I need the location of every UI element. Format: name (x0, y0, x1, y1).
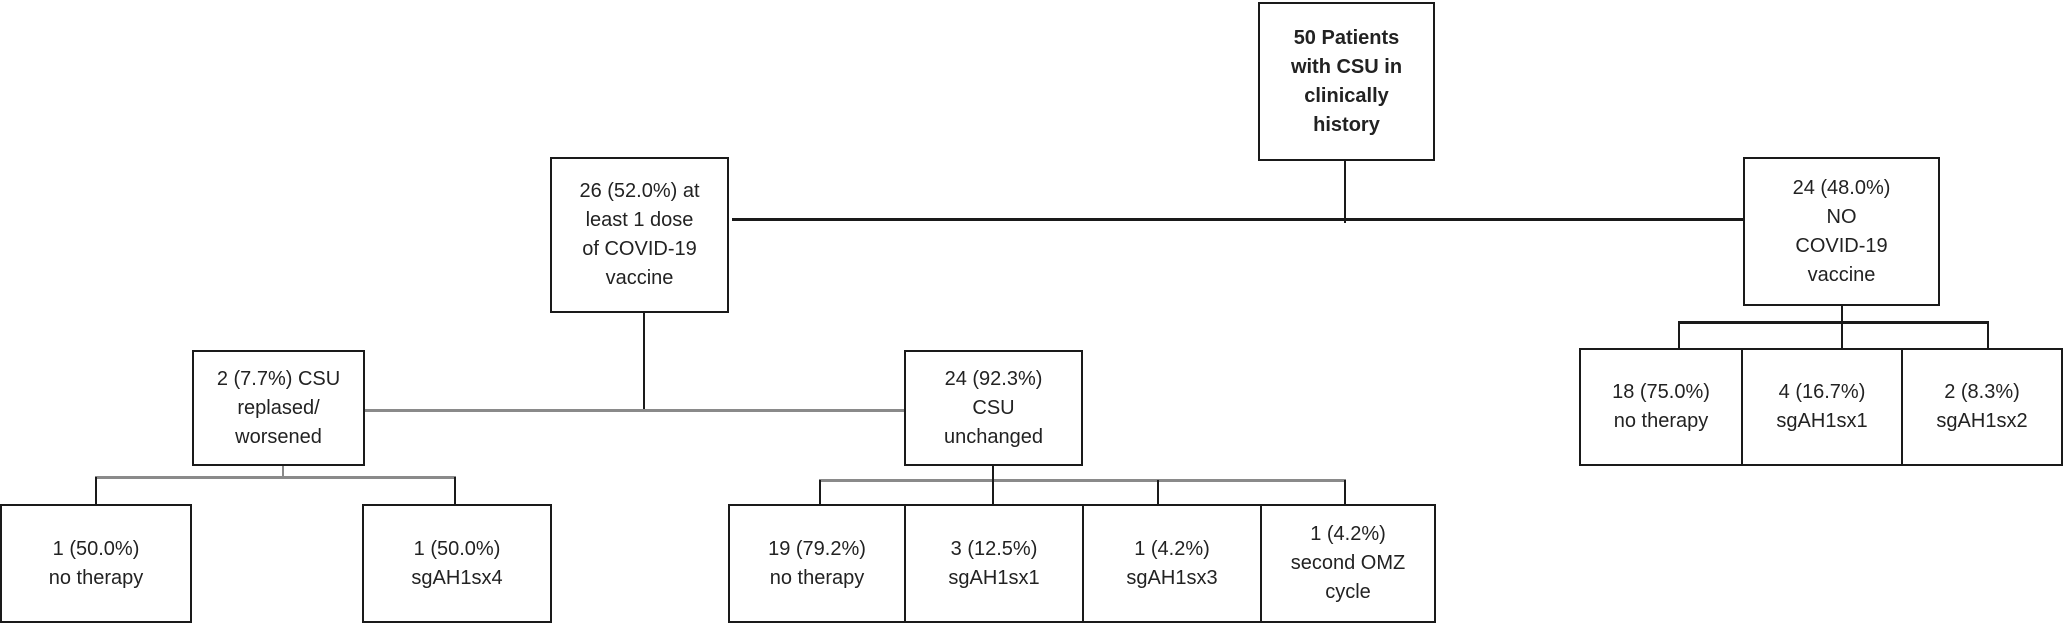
connector-novax-drop-1 (1678, 322, 1680, 350)
node-unchanged-no-therapy: 19 (79.2%)no therapy (728, 504, 906, 623)
node-novax-sgah1sx1: 4 (16.7%)sgAH1sx1 (1741, 348, 1903, 466)
connector-novax-drop-2 (1841, 322, 1843, 350)
connector-novax-horizontal (1678, 321, 1989, 324)
node-novax-sgah1sx2: 2 (8.3%)sgAH1sx2 (1901, 348, 2063, 466)
node-relapsed-sgah1sx4: 1 (50.0%)sgAH1sx4 (362, 504, 552, 623)
connector-level1-horizontal (732, 218, 1748, 221)
connector-vaccine-horizontal (362, 409, 905, 412)
connector-relapsed-right-drop (454, 477, 456, 506)
connector-unchanged-drop-3 (1157, 480, 1159, 506)
connector-vaccine-down (643, 313, 645, 411)
connector-relapsed-center (282, 466, 284, 478)
node-relapsed-no-therapy: 1 (50.0%)no therapy (0, 504, 192, 623)
connector-relapsed-left-drop (95, 477, 97, 506)
connector-novax-drop-3 (1987, 322, 1989, 350)
node-novax-no-therapy: 18 (75.0%)no therapy (1579, 348, 1743, 466)
connector-relapsed-horizontal (95, 476, 456, 479)
connector-unchanged-drop-4 (1344, 480, 1346, 506)
connector-unchanged-center (992, 466, 994, 506)
node-unchanged-sgah1sx1: 3 (12.5%)sgAH1sx1 (904, 504, 1084, 623)
connector-unchanged-horizontal (819, 479, 1346, 482)
connector-novax-down (1841, 306, 1843, 324)
connector-root-down (1344, 161, 1346, 223)
node-unchanged-sgah1sx3: 1 (4.2%)sgAH1sx3 (1082, 504, 1262, 623)
connector-unchanged-drop-1 (819, 480, 821, 506)
